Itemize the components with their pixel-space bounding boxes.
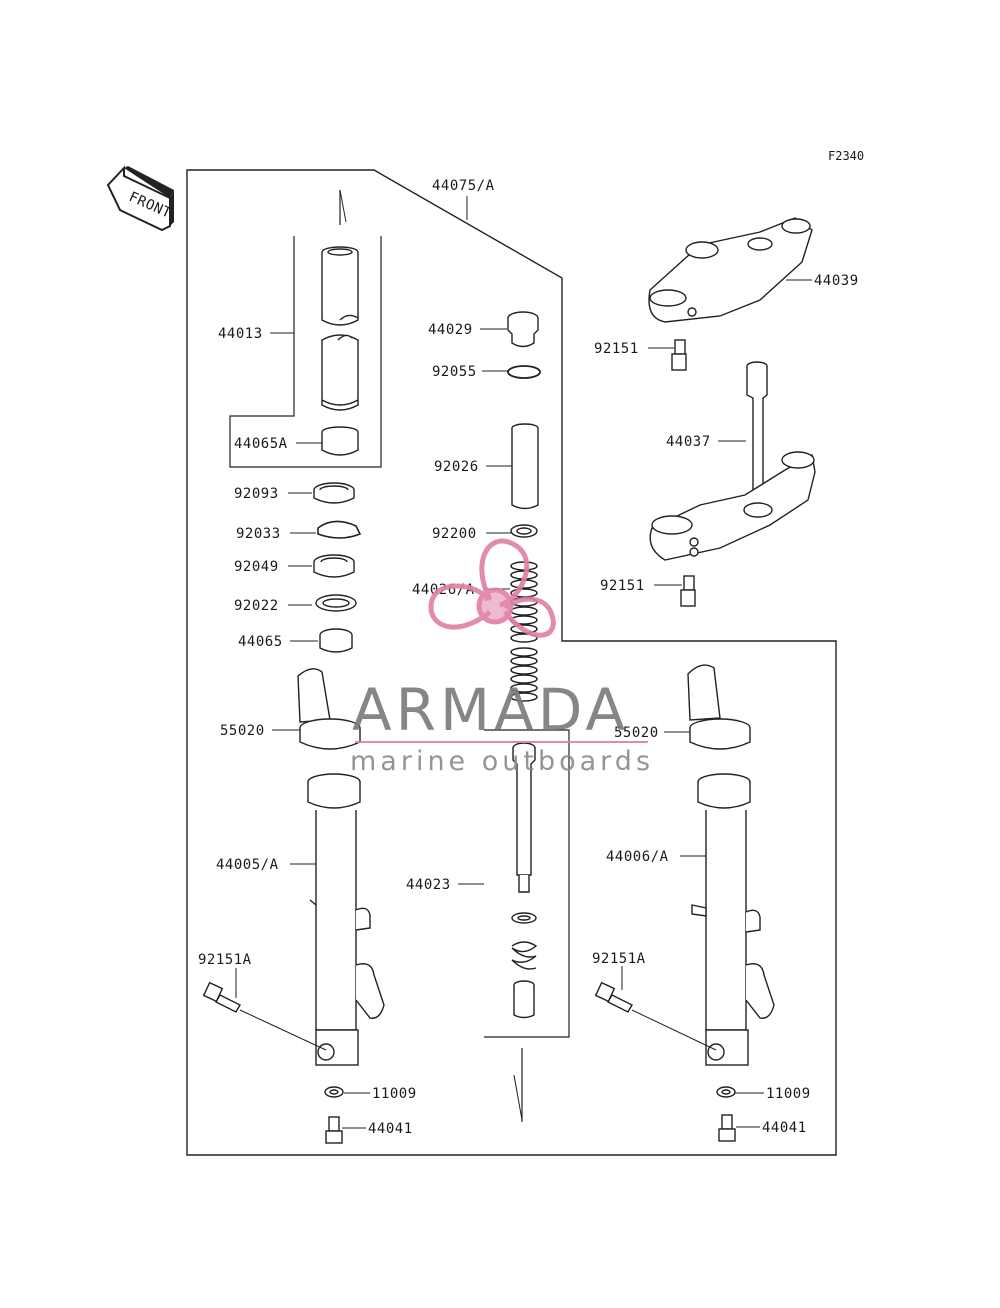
spacer-92026 [511, 423, 539, 510]
fork-cover-right [687, 664, 751, 750]
label-44005a: 44005/A [216, 857, 279, 873]
label-11009-right: 11009 [766, 1086, 811, 1102]
watermark-tagline: marine outboards [350, 746, 654, 777]
label-92049: 92049 [234, 559, 279, 575]
label-92151a-left: 92151A [198, 952, 252, 968]
label-92022: 92022 [234, 598, 279, 614]
bolt-92151-lower [680, 575, 696, 607]
washer-11009-right [716, 1086, 736, 1098]
label-55020-right: 55020 [614, 725, 659, 741]
spring-coil [510, 647, 538, 657]
outer-tube-left [307, 773, 385, 1066]
bolt-92151a-right [594, 981, 717, 1051]
washer-92200 [510, 524, 538, 538]
label-11009-left: 11009 [372, 1086, 417, 1102]
label-92200: 92200 [432, 526, 477, 542]
spring-coil [510, 633, 538, 643]
assembly-outline [186, 169, 837, 1156]
damper-rod-44023 [511, 742, 538, 1019]
cap-bolt-44029 [507, 311, 539, 348]
label-92093: 92093 [234, 486, 279, 502]
fork-cover-left [297, 668, 361, 750]
spring-coil [510, 692, 538, 702]
label-44065: 44065 [238, 634, 283, 650]
spring-coil [510, 665, 538, 675]
label-92055: 92055 [432, 364, 477, 380]
bolt-44041-right [718, 1114, 736, 1142]
bolt-44041-left [325, 1116, 343, 1144]
label-44041-left: 44041 [368, 1121, 413, 1137]
label-44065a: 44065A [234, 436, 288, 452]
o-ring-92055 [507, 365, 541, 379]
spring-coil [510, 656, 538, 666]
outer-tube-right [691, 773, 775, 1066]
label-55020-left: 55020 [220, 723, 265, 739]
label-44006a: 44006/A [606, 849, 669, 865]
front-arrow-icon: FRONT [106, 165, 174, 232]
label-92033: 92033 [236, 526, 281, 542]
spring-coil [510, 606, 538, 616]
bushing-44065a [321, 426, 359, 456]
label-44075a: 44075/A [432, 178, 495, 194]
label-44013: 44013 [218, 326, 263, 342]
spring-coil [510, 683, 538, 693]
spring-coil [510, 624, 538, 634]
washer-92022 [315, 594, 357, 612]
upper-bracket-44039 [648, 217, 813, 323]
washer-11009-left [324, 1086, 344, 1098]
watermark-brand: ARMADA [352, 676, 629, 744]
spring-coil [510, 674, 538, 684]
label-44023: 44023 [406, 877, 451, 893]
bolt-92151-upper [671, 339, 687, 371]
steering-stem-44037 [649, 361, 816, 561]
label-44039: 44039 [814, 273, 859, 289]
inner-tube-upper [321, 246, 359, 326]
propeller-logo-icon [428, 538, 556, 638]
bracket-44013 [229, 236, 382, 468]
label-44041-right: 44041 [762, 1120, 807, 1136]
label-92151-lower: 92151 [600, 578, 645, 594]
seal-92093 [313, 482, 355, 504]
leader-lines [235, 196, 812, 1129]
spring-coil [510, 561, 538, 571]
clip-92033 [317, 520, 362, 539]
label-44037: 44037 [666, 434, 711, 450]
bushing-44065 [319, 628, 353, 653]
label-92151-upper: 92151 [594, 341, 639, 357]
bracket-44023 [484, 729, 570, 1038]
label-92026: 92026 [434, 459, 479, 475]
bolt-92151a-left [202, 981, 327, 1051]
watermark: ARMADA marine outboards [350, 538, 654, 777]
label-44029: 44029 [428, 322, 473, 338]
part-labels: 44075/A 44013 44065A 92093 92033 92049 9… [198, 178, 859, 1137]
label-92151a-right: 92151A [592, 951, 646, 967]
figure-code: F2340 [828, 149, 864, 163]
seal-92049 [313, 554, 355, 578]
inner-tube-lower [321, 334, 359, 411]
